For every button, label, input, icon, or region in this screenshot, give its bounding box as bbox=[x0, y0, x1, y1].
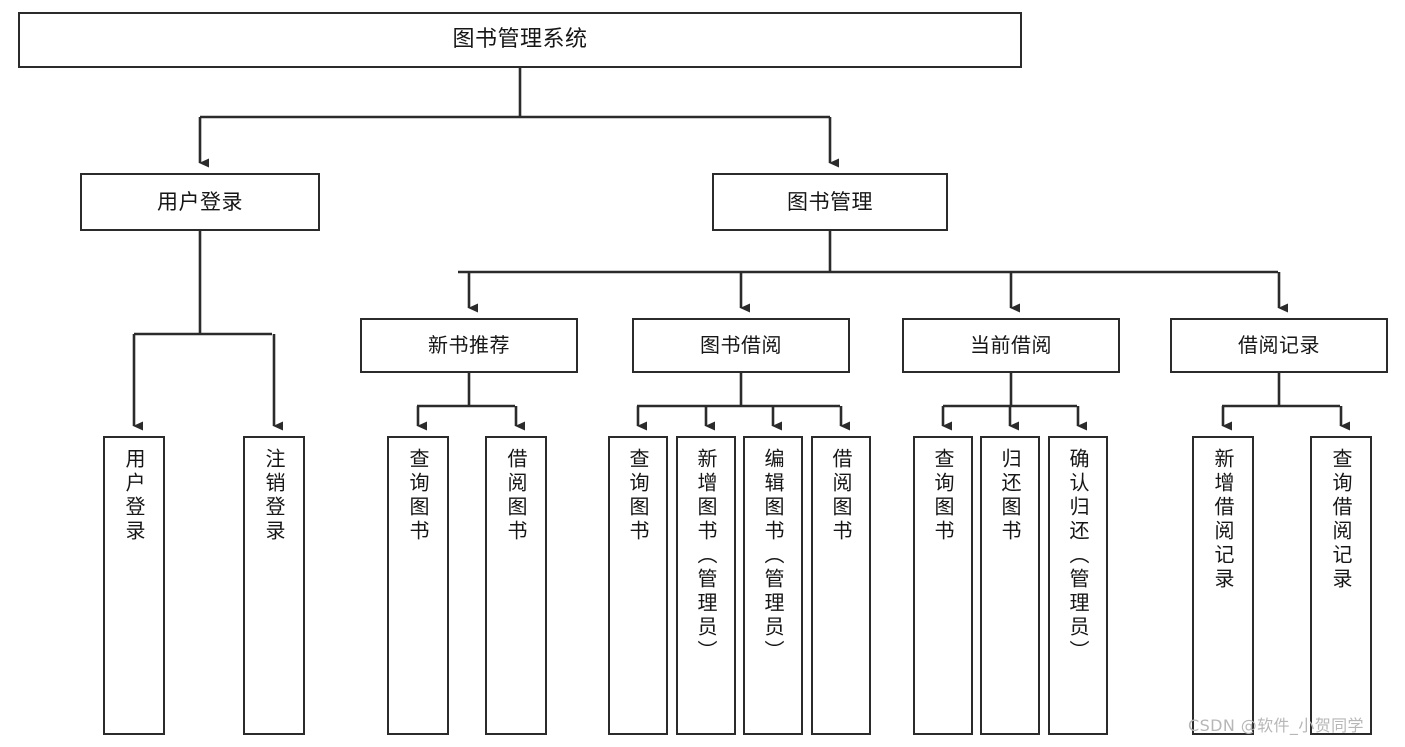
node-label-leaf-add-book: 新增图书（管理员） bbox=[694, 448, 718, 664]
node-new-book-rec[interactable]: 新书推荐 bbox=[360, 318, 578, 373]
node-label-leaf-borrow-book-1: 借阅图书 bbox=[504, 448, 528, 544]
node-label-new-book-rec: 新书推荐 bbox=[428, 333, 510, 357]
node-leaf-borrow-book-2[interactable]: 借阅图书 bbox=[811, 436, 871, 735]
node-label-leaf-return-book: 归还图书 bbox=[998, 448, 1022, 544]
node-current-borrow[interactable]: 当前借阅 bbox=[902, 318, 1120, 373]
node-label-leaf-query-book-2: 查询图书 bbox=[626, 448, 650, 544]
node-leaf-edit-book[interactable]: 编辑图书（管理员） bbox=[743, 436, 803, 735]
node-label-leaf-borrow-book-2: 借阅图书 bbox=[829, 448, 853, 544]
watermark-label: CSDN @软件_小贺同学 bbox=[1188, 716, 1364, 735]
node-borrow-record[interactable]: 借阅记录 bbox=[1170, 318, 1388, 373]
node-user-login[interactable]: 用户登录 bbox=[80, 173, 320, 231]
node-label-leaf-user-login: 用户登录 bbox=[122, 448, 146, 544]
node-leaf-query-book-1[interactable]: 查询图书 bbox=[387, 436, 449, 735]
node-label-book-borrow: 图书借阅 bbox=[700, 333, 782, 357]
node-leaf-add-record[interactable]: 新增借阅记录 bbox=[1192, 436, 1254, 735]
connector-group bbox=[132, 68, 1350, 431]
node-leaf-add-book[interactable]: 新增图书（管理员） bbox=[676, 436, 736, 735]
node-label-leaf-edit-book: 编辑图书（管理员） bbox=[761, 448, 785, 664]
node-label-root: 图书管理系统 bbox=[452, 27, 588, 53]
node-label-leaf-query-book-1: 查询图书 bbox=[406, 448, 430, 544]
node-leaf-user-login[interactable]: 用户登录 bbox=[103, 436, 165, 735]
node-label-borrow-record: 借阅记录 bbox=[1238, 333, 1320, 357]
node-root[interactable]: 图书管理系统 bbox=[18, 12, 1022, 68]
node-label-leaf-query-record: 查询借阅记录 bbox=[1329, 448, 1353, 592]
node-leaf-query-book-2[interactable]: 查询图书 bbox=[608, 436, 668, 735]
node-label-leaf-query-book-3: 查询图书 bbox=[931, 448, 955, 544]
node-label-leaf-confirm-return: 确认归还（管理员） bbox=[1066, 448, 1090, 664]
node-leaf-borrow-book-1[interactable]: 借阅图书 bbox=[485, 436, 547, 735]
node-leaf-confirm-return[interactable]: 确认归还（管理员） bbox=[1048, 436, 1108, 735]
node-leaf-return-book[interactable]: 归还图书 bbox=[980, 436, 1040, 735]
node-leaf-query-record[interactable]: 查询借阅记录 bbox=[1310, 436, 1372, 735]
node-label-book-manage: 图书管理 bbox=[787, 189, 873, 214]
node-label-leaf-logout: 注销登录 bbox=[262, 448, 286, 544]
node-leaf-logout[interactable]: 注销登录 bbox=[243, 436, 305, 735]
node-label-user-login: 用户登录 bbox=[157, 189, 243, 214]
node-label-leaf-add-record: 新增借阅记录 bbox=[1211, 448, 1235, 592]
node-label-current-borrow: 当前借阅 bbox=[970, 333, 1052, 357]
node-book-borrow[interactable]: 图书借阅 bbox=[632, 318, 850, 373]
node-leaf-query-book-3[interactable]: 查询图书 bbox=[913, 436, 973, 735]
node-book-manage[interactable]: 图书管理 bbox=[712, 173, 948, 231]
